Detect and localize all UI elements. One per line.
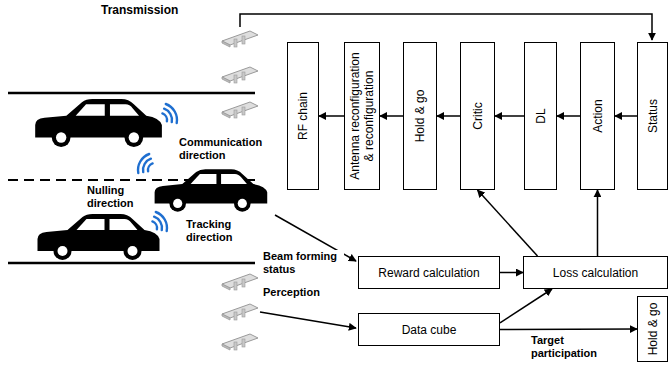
car [155, 169, 268, 211]
signal-waves [138, 154, 153, 173]
vertical-process-box: Action [580, 42, 615, 190]
signal-waves [162, 104, 177, 123]
box-text: DL [534, 108, 548, 125]
annotation-label: Beam forming status [262, 250, 344, 276]
car [35, 99, 162, 147]
flow-arrow [557, 115, 580, 117]
box-text: Hold & go [646, 302, 660, 356]
box-text: Loss calculation [553, 266, 638, 280]
vertical-process-box: Critic [460, 42, 495, 190]
vertical-process-box: Hold & go [637, 296, 668, 362]
flow-arrow [380, 115, 403, 117]
vertical-process-box: DL [524, 42, 557, 190]
flow-arrow [500, 328, 637, 330]
flow-label: Transmission [100, 4, 192, 17]
flow-arrow [319, 115, 344, 117]
antenna-array [222, 274, 258, 350]
box-text: Status [646, 98, 660, 134]
vertical-process-box: Hold & go [403, 42, 437, 190]
flow-arrow [437, 115, 460, 117]
annotation-label: Perception [262, 286, 334, 299]
box-text: Data cube [402, 323, 457, 337]
annotation-label: Communication direction [178, 136, 280, 162]
antenna-array [222, 31, 258, 118]
annotation-label: Nulling direction [86, 184, 146, 210]
vertical-process-box: Status [637, 42, 668, 190]
flow-arrow [597, 190, 599, 256]
box-text: Hold & go [413, 89, 427, 143]
edge-label: Target participation [530, 334, 612, 360]
box-text: Antenna reconfiguration & reconfiguratio… [348, 47, 376, 185]
vertical-process-box: RF chain [287, 42, 319, 190]
flow-arrow [500, 289, 552, 323]
flow-arrow [478, 190, 538, 256]
process-box: Data cube [358, 313, 500, 346]
transmission-line [240, 14, 652, 40]
signal-waves [152, 212, 167, 231]
box-text: RF chain [296, 91, 310, 141]
process-box: Reward calculation [358, 256, 500, 289]
process-box: Loss calculation [523, 256, 668, 289]
box-text: Reward calculation [378, 266, 479, 280]
flow-arrow [495, 115, 524, 117]
perception-line [260, 312, 356, 328]
annotation-label: Tracking direction [185, 218, 251, 244]
box-text: Critic [471, 102, 485, 131]
vertical-process-box: Antenna reconfiguration & reconfiguratio… [344, 42, 380, 190]
flow-arrow [500, 272, 523, 274]
car [38, 214, 160, 260]
flow-arrow [615, 115, 637, 117]
box-text: Action [591, 99, 605, 134]
